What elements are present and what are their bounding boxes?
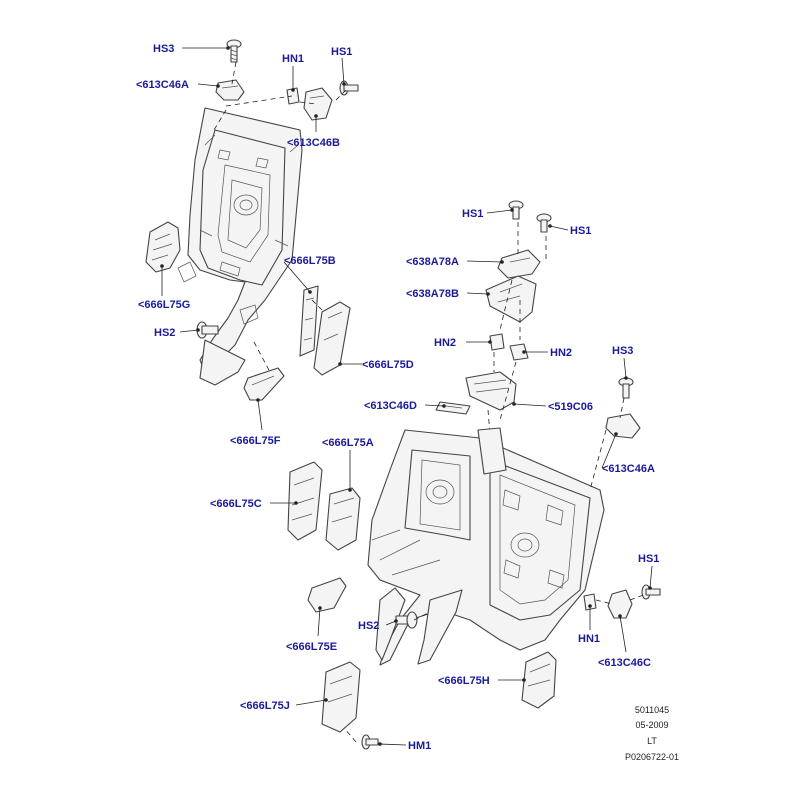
part-hm1-screw <box>361 734 379 750</box>
callout-hs3-top: HS3 <box>153 43 174 55</box>
part-613c46c-bracket <box>607 589 633 619</box>
part-666l75f-bracket <box>243 367 285 401</box>
callout-613c46d: <613C46D <box>364 400 417 412</box>
callout-613c46b-top: <613C46B <box>287 137 340 149</box>
part-hs1-right-screw <box>641 584 661 600</box>
diagram-ref: P0206722-01 <box>625 752 679 762</box>
part-hs1-mid-screw-a <box>508 200 524 220</box>
part-666l75b-trim <box>299 285 319 357</box>
part-666l75j-cover <box>321 661 361 733</box>
part-638a78b-housing <box>485 275 537 323</box>
callout-638a78a: <638A78A <box>406 256 459 268</box>
callout-hs1-right: HS1 <box>638 553 659 565</box>
callout-666l75a: <666L75A <box>322 437 374 449</box>
callout-hn1-top: HN1 <box>282 53 304 65</box>
diagram-number: 5011045 <box>635 705 669 715</box>
left-seat-back-frame <box>177 107 303 386</box>
part-638a78a-guide <box>497 249 541 279</box>
part-hs1-mid-screw-b <box>536 213 552 233</box>
part-666l75e-bracket <box>307 577 347 613</box>
callout-613c46a-top: <613C46A <box>136 79 189 91</box>
callout-666l75h: <666L75H <box>438 675 490 687</box>
callout-666l75e: <666L75E <box>286 641 337 653</box>
part-666l75c-cover <box>287 461 323 541</box>
callout-638a78b: <638A78B <box>406 288 459 300</box>
part-hs2-left-bolt <box>196 321 219 339</box>
callout-613c46c: <613C46C <box>598 657 651 669</box>
callout-hm1: HM1 <box>408 740 431 752</box>
callout-hn1-bottom: HN1 <box>578 633 600 645</box>
part-hn1-bottom-nut <box>583 593 597 611</box>
diagram-info-block: 5011045 05-2009 LT P0206722-01 <box>625 705 679 762</box>
callout-hs2-left: HS2 <box>154 327 175 339</box>
part-hs3-right-screw <box>618 377 634 399</box>
callout-666l75c: <666L75C <box>210 498 262 510</box>
diagram-date: 05-2009 <box>635 720 668 730</box>
callout-hs3-right: HS3 <box>612 345 633 357</box>
callout-labels: HS3 <613C46A HN1 HS1 <613C46B <666L75G <… <box>136 43 659 752</box>
assembly-lines <box>213 61 647 743</box>
callout-hs1-mid-a: HS1 <box>462 208 483 220</box>
part-613c46d-clip <box>435 401 471 415</box>
part-hs3-top-screw <box>226 39 242 63</box>
part-519c06-cover <box>465 371 517 411</box>
part-613c46a-right-bracket <box>605 413 641 439</box>
callout-hn2-right: HN2 <box>550 347 572 359</box>
callout-666l75b: <666L75B <box>284 255 336 267</box>
part-613c46b-top-bracket <box>303 87 333 121</box>
callout-666l75f: <666L75F <box>230 435 281 447</box>
callout-hn2-left: HN2 <box>434 337 456 349</box>
callout-613c46a-right: <613C46A <box>602 463 655 475</box>
callout-leaders <box>160 46 653 746</box>
diagram-code: LT <box>647 736 657 746</box>
part-666l75h-cover <box>521 651 557 709</box>
callout-hs2-bottom: HS2 <box>358 620 379 632</box>
part-hn2-right-nut <box>509 343 529 361</box>
part-hs2-bottom-bolt <box>395 611 418 629</box>
part-613c46a-top-bracket <box>215 79 245 101</box>
callout-hs1-top: HS1 <box>331 46 352 58</box>
callout-hs1-mid-b: HS1 <box>570 225 591 237</box>
part-666l75a-cover <box>325 487 361 551</box>
right-seat-back-frame <box>367 427 605 666</box>
callout-519c06: <519C06 <box>548 401 593 413</box>
callout-666l75d: <666L75D <box>362 359 414 371</box>
callout-666l75g: <666L75G <box>138 299 190 311</box>
part-hn2-left-nut <box>489 333 505 351</box>
callout-666l75j: <666L75J <box>240 700 290 712</box>
part-666l75g-cover <box>145 221 181 273</box>
